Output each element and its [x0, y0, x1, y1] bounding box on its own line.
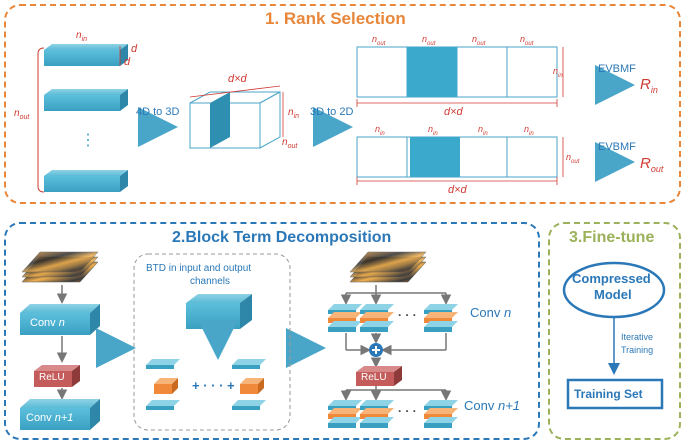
kernel-stack [37, 44, 128, 193]
matrix-in-col-3: nout [472, 34, 486, 47]
matrix-out-dxd: d×d [448, 184, 467, 196]
tensor-3d [189, 85, 284, 149]
stack-ellipsis: ⋮ [80, 132, 96, 149]
dots-lower: · · · [398, 404, 417, 418]
conv-n1-block-left [20, 399, 100, 430]
btd-plus-dots: + · · · + [192, 378, 235, 393]
matrix-in-col-2: nout [422, 34, 436, 47]
btd-panel [4, 222, 540, 440]
relu-block-left [34, 365, 80, 387]
label-n-out-3d: nout [282, 137, 298, 150]
matrix-out [356, 136, 564, 185]
butterfly-input-right [349, 251, 427, 283]
fine-tune-title: 3.Fine-tune [569, 229, 655, 246]
conv-n1-label-left: Conv n+1 [26, 412, 74, 424]
btd-stack-lower-3 [424, 400, 458, 428]
btd-inner-box [133, 253, 291, 431]
btd-inner-title-2: channels [190, 276, 231, 287]
btd-stack-upper-3 [424, 304, 458, 332]
conv-n-label-right: Conv n [470, 305, 512, 320]
relu-block-right [356, 366, 402, 386]
btd-term-1 [146, 359, 180, 410]
label-d-1: d [131, 43, 138, 55]
dots-upper: · · · [398, 308, 417, 322]
btd-stack-upper-2 [360, 304, 394, 332]
r-out: Rout [640, 155, 664, 174]
label-dxd-3d: d×d [228, 73, 247, 85]
label-4d-to-3d: 4D to 3D [136, 106, 180, 118]
compressed-label-2: Model [594, 287, 632, 302]
compressed-label-1: Compressed [572, 271, 651, 286]
matrix-in-dxd: d×d [444, 106, 463, 118]
btd-stack-lower-1 [328, 400, 362, 428]
label-n-out-left: nout [14, 108, 30, 121]
training-set-label: Training Set [574, 387, 643, 401]
matrix-out-col-1: nin [375, 124, 385, 137]
butterfly-input-left [21, 251, 99, 283]
matrix-out-col-3: nin [478, 124, 488, 137]
iterative-label-2: Training [621, 345, 654, 355]
rank-selection-title: 1. Rank Selection [265, 9, 406, 28]
label-d-2: d [124, 56, 131, 68]
plus-circle [369, 343, 383, 357]
kernel-slab-1 [44, 44, 128, 66]
btd-inner-title-1: BTD in input and output [146, 263, 252, 274]
btd-stack-lower-2 [360, 400, 394, 428]
label-3d-to-2d: 3D to 2D [310, 106, 354, 118]
evbmf-out: EVBMF [598, 141, 636, 153]
matrix-in-col-1: nout [372, 34, 386, 47]
conv-n-label-left: Conv n [30, 317, 65, 329]
label-n-in-top: nin [76, 30, 88, 43]
r-in: Rin [640, 76, 658, 95]
training-set-box [566, 378, 664, 410]
matrix-in-col-4: nout [520, 34, 534, 47]
evbmf-in: EVBMF [598, 63, 636, 75]
btd-term-2 [232, 359, 266, 410]
kernel-slab-3 [44, 170, 128, 192]
matrix-in [356, 46, 564, 107]
kernel-slab-2 [44, 89, 128, 111]
matrix-out-col-2: nin [428, 124, 438, 137]
matrix-in-row: nin [553, 66, 563, 79]
relu-label-left: ReLU [39, 372, 65, 383]
relu-label-right: ReLU [361, 372, 387, 383]
conv-n1-label-right: Conv n+1 [464, 398, 521, 413]
btd-title: 2.Block Term Decomposition [172, 229, 392, 246]
iterative-label-1: Iterative [621, 332, 654, 342]
btd-core-tensor [186, 294, 252, 329]
rank-selection-panel [4, 4, 681, 204]
label-n-in-3d: nin [288, 107, 300, 120]
conv-n-block-left [20, 304, 100, 335]
matrix-out-row: nout [566, 152, 580, 165]
matrix-out-col-4: nin [524, 124, 534, 137]
compressed-model-ellipse [562, 261, 666, 319]
btd-stack-upper-1 [328, 304, 362, 332]
fine-tune-panel [548, 222, 681, 440]
